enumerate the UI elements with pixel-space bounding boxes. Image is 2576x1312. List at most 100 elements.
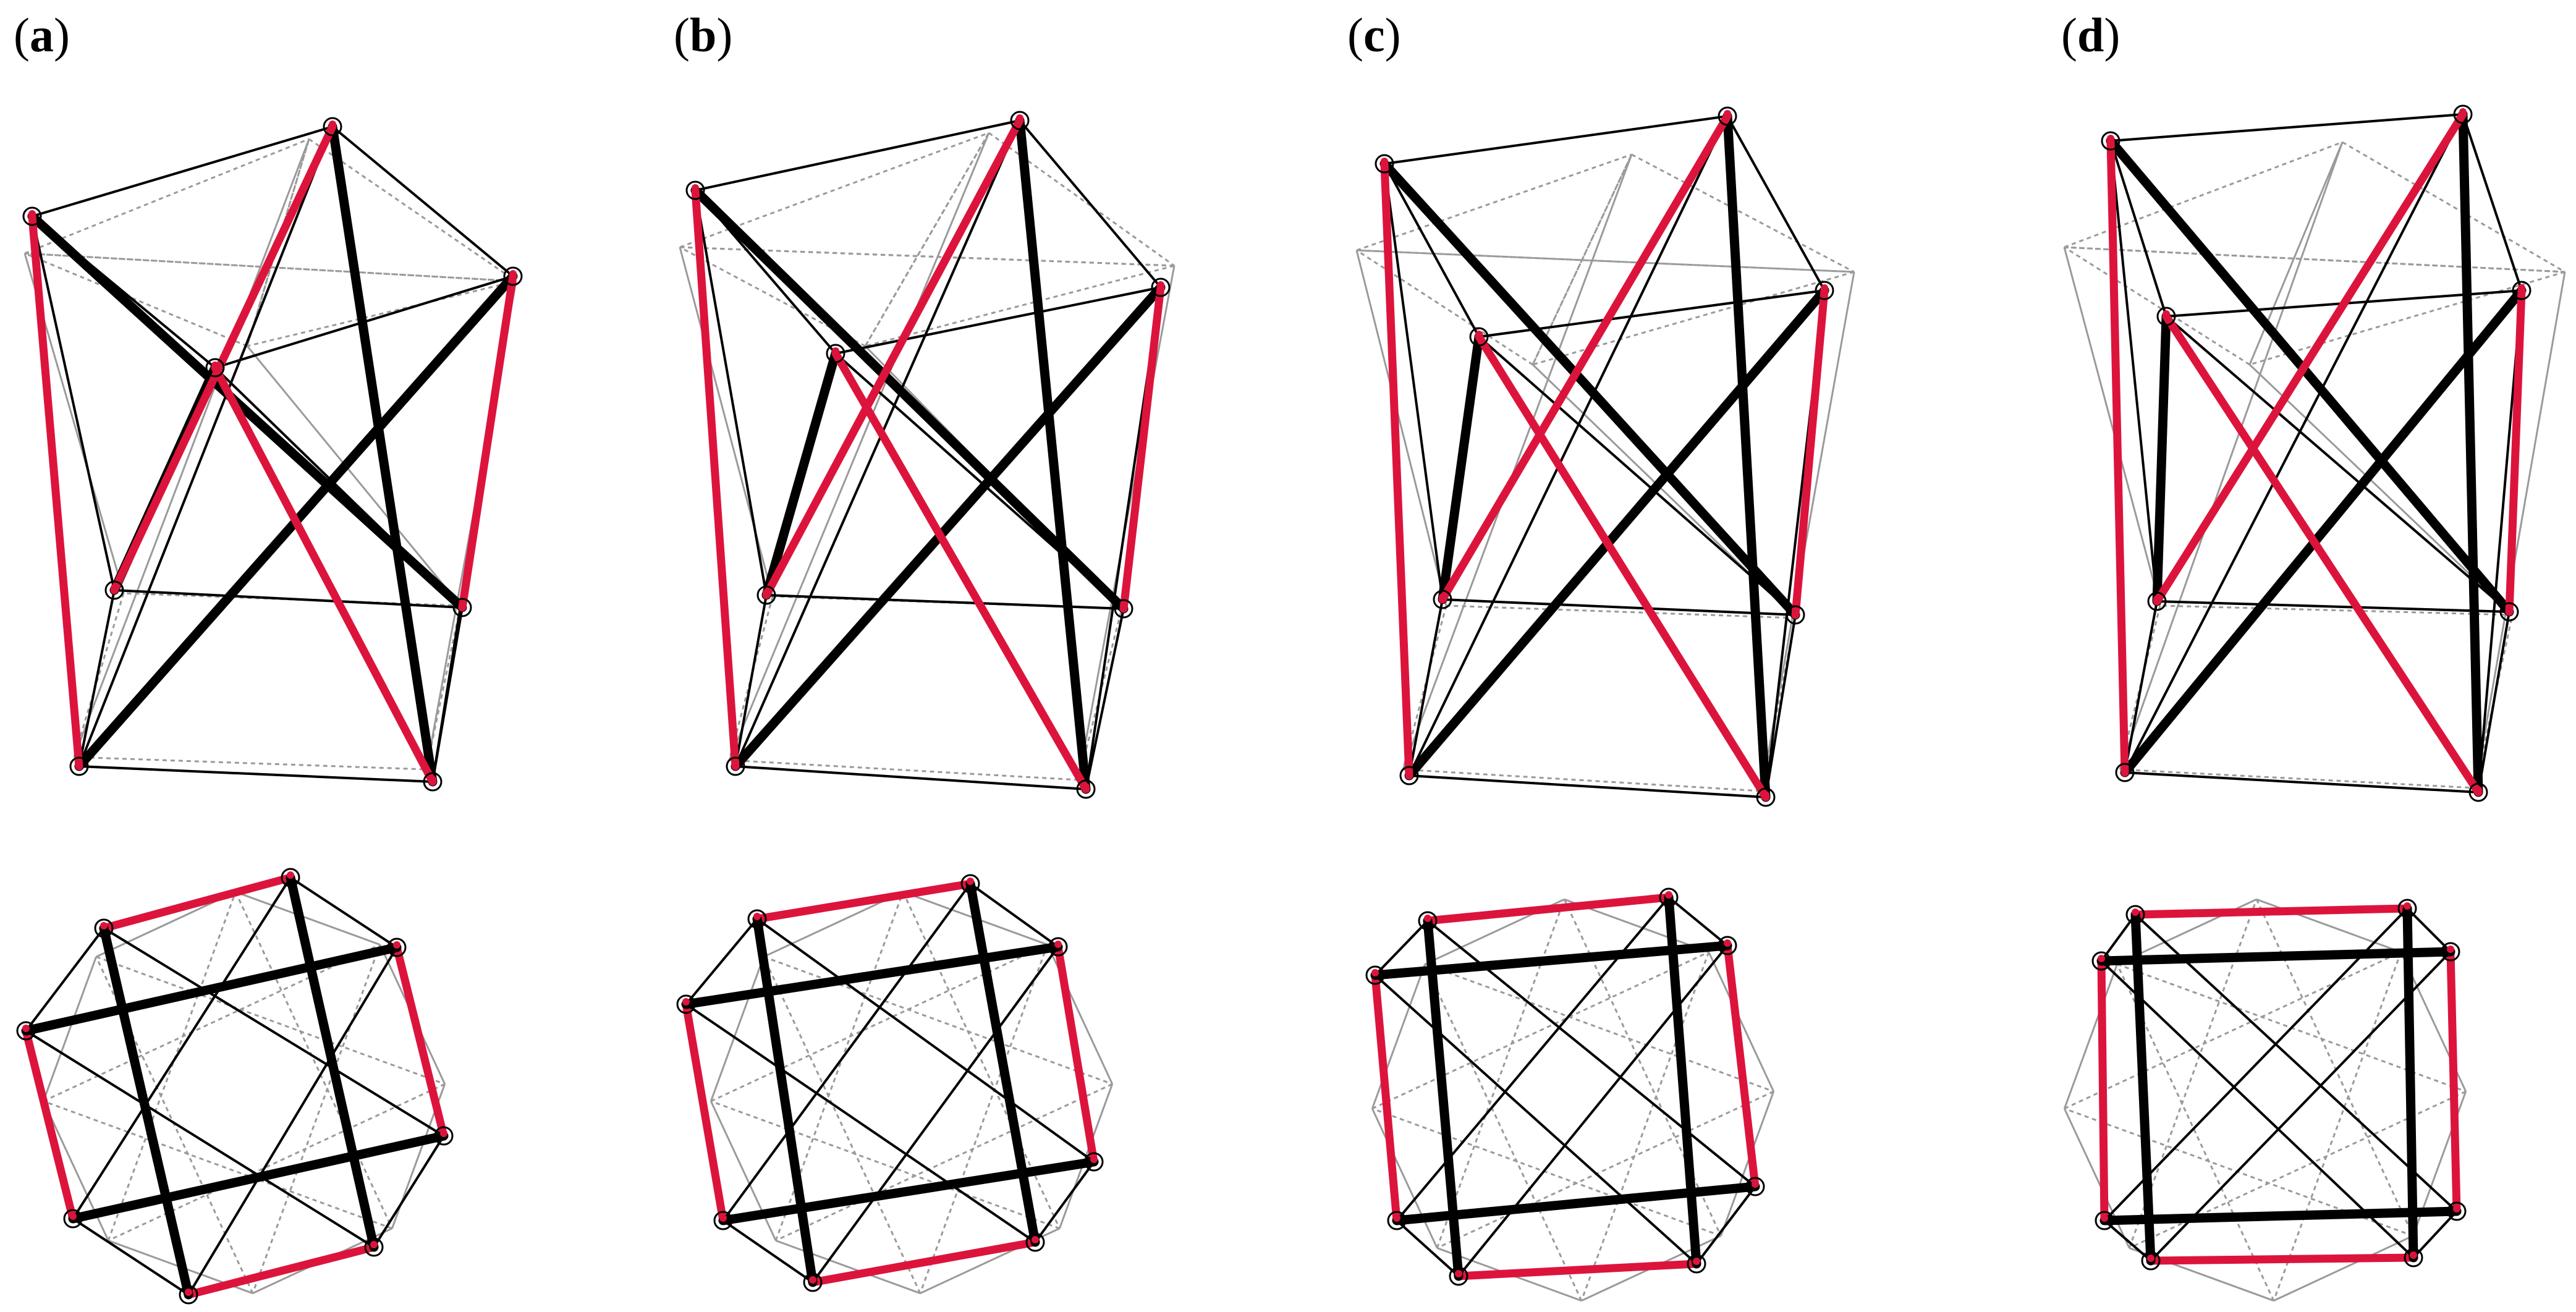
panel-c-top-edge-red [1454, 1259, 1701, 1280]
panel-c-top-edge-cable [1695, 1185, 1756, 1265]
panel-c-top-node [1718, 936, 1737, 955]
panel-b-top-edge-red [808, 1238, 1040, 1287]
panel-a-side-strut-red [458, 272, 517, 612]
panel-b-side-strut-black [761, 349, 841, 600]
panel-b-top-edge-red [1054, 942, 1098, 1166]
panel-b-side-node [756, 585, 776, 605]
panel-c-side-ref-diagonal [1532, 154, 1633, 365]
panel-d-side-node [2468, 782, 2488, 802]
panel-a-side-side-cable [31, 216, 116, 591]
panel-b-side-bottom-cable [734, 595, 768, 767]
panel-a-top-strut-black [68, 1131, 449, 1224]
panel-b-side-ref-top-cable [679, 132, 989, 248]
panel-a-top-edge-red [100, 873, 295, 933]
panel-c-side-strut-black [1404, 286, 1829, 781]
panel-a-side-ref-top-cable [24, 138, 310, 255]
panel-a-side-strut-black [27, 211, 467, 612]
panel-d-side-node-marker [2107, 135, 2114, 142]
panel-c-top-strut-black [1370, 941, 1732, 980]
panel-d-top-edge-red [2131, 904, 2412, 919]
panel-c-side-top-cable [1384, 115, 1728, 165]
panel-b-side-ref-diagonal [864, 132, 990, 347]
panel-c-top-node [1687, 1254, 1706, 1274]
panel-b-top-chord-cable [756, 918, 1095, 1163]
panel-c-top-node [1418, 911, 1438, 931]
panel-d-top-edge-cable [2412, 1210, 2458, 1259]
panel-c-side-bottom-cable [1409, 774, 1766, 798]
panel-c-top-node-marker [1393, 1214, 1400, 1222]
panel-d-top-node-marker [2098, 955, 2105, 962]
panel-a-side-node-marker [459, 601, 466, 609]
panel-d-top-chord-cable [2150, 950, 2452, 1262]
panel-d-side-node [2115, 763, 2135, 782]
panel-c-side-node-marker [1439, 593, 1446, 601]
panel-d-top-node-marker [2453, 1205, 2460, 1213]
panel-a-side-ref-top-cable [247, 280, 517, 347]
panel-b-side-side-cable [734, 120, 1021, 767]
panel-c-side-node [1469, 327, 1489, 347]
panel-a-top-edge-cable [289, 876, 398, 949]
panel-label-c: (c) [1347, 8, 1401, 62]
panel-d-side-ref-diagonal [2064, 246, 2565, 273]
panel-a-top-ref-edge [42, 956, 97, 1102]
panel-d-side-ref-top-cable [2249, 271, 2565, 366]
panel-d-side-node-marker [2153, 595, 2161, 603]
panel-d-side-ref-strut [2474, 271, 2566, 789]
panel-a-top-edge-red [22, 1026, 77, 1223]
panel-d-top-node [2141, 1251, 2161, 1271]
panel-d-top-edge-cable [2103, 1219, 2152, 1262]
panel-c-top-node [1387, 1211, 1407, 1230]
panel-b-top-node [1048, 937, 1068, 957]
panel-a-top-node-marker [22, 1025, 30, 1032]
panel-a-side-node [205, 358, 225, 378]
panel-d-side-strut-red [2106, 137, 2129, 777]
panel-b-side-top-cable [1019, 119, 1162, 289]
panel-c-side-node-marker [1821, 284, 1828, 292]
panel-c-side-node [1756, 787, 1776, 807]
panel-c-side-node-marker [1475, 331, 1483, 338]
panel-c-top-node-marker [1724, 939, 1731, 947]
panel-d-top-node [2447, 1201, 2467, 1221]
panel-c-top-strut-black [1664, 892, 1701, 1269]
panel-c-side-ref-diagonal [1356, 249, 1855, 273]
panel-b-top-edge-red [753, 879, 975, 923]
panel-c-top-ref-chord [1371, 951, 1710, 1110]
panel-a-top-node [16, 1021, 36, 1041]
panel-c-side-node-marker [1405, 769, 1413, 777]
panel-b-side-node [1010, 111, 1030, 130]
panel-a-side-node [22, 206, 42, 226]
panel-d-top-ref-edge [2063, 963, 2118, 1109]
panel-d-side-node-marker [2163, 310, 2170, 318]
panel-c-side-ref-bottom-cable [1446, 604, 1796, 619]
panel-a-side-bottom-cable [78, 590, 116, 767]
panel-c-top-node-marker [1752, 1180, 1759, 1188]
panel-a-top-chord-cable [187, 946, 398, 1296]
panel-c-top-node-marker [1424, 915, 1431, 922]
panel-a-side-node-marker [429, 776, 436, 783]
panel-b-side-node-marker [692, 184, 699, 192]
panel-a-top-edge-cable [72, 1217, 190, 1296]
panel-a-side-node-marker [509, 270, 517, 277]
panel-b-top-ref-chord [710, 1100, 1060, 1230]
panel-d-top-node-marker [2147, 1255, 2154, 1262]
panel-b-side-strut-red [1119, 283, 1165, 613]
panel-d-side-side-cable [2109, 140, 2158, 602]
panel-a-side-strut-black [328, 122, 438, 787]
panel-c-side-node [1718, 106, 1737, 126]
panel-b-top-node-marker [682, 998, 690, 1005]
panel-a-side-ref-bottom-cable [74, 756, 427, 771]
panel-b-side-node-marker [1157, 281, 1164, 289]
panel-b-side-node [1114, 599, 1133, 619]
panel-c-side-ref-top-cable [1356, 249, 1533, 366]
panel-b-top-node-marker [1090, 1156, 1098, 1163]
panel-a-top-node [63, 1209, 83, 1229]
panel-d-top-ref-chord [2273, 952, 2402, 1301]
panel-b-top-ref-chord [774, 891, 904, 1241]
panel-c-top-ref-chord [1436, 1090, 1774, 1249]
panel-b-top-node-marker [1054, 941, 1062, 948]
panel-d-side-bottom-cable [2124, 771, 2479, 794]
panel-b-side-node [1151, 277, 1171, 297]
panel-d-top-node [2404, 1248, 2423, 1268]
panel-c-side-strut-black [1379, 159, 1800, 620]
